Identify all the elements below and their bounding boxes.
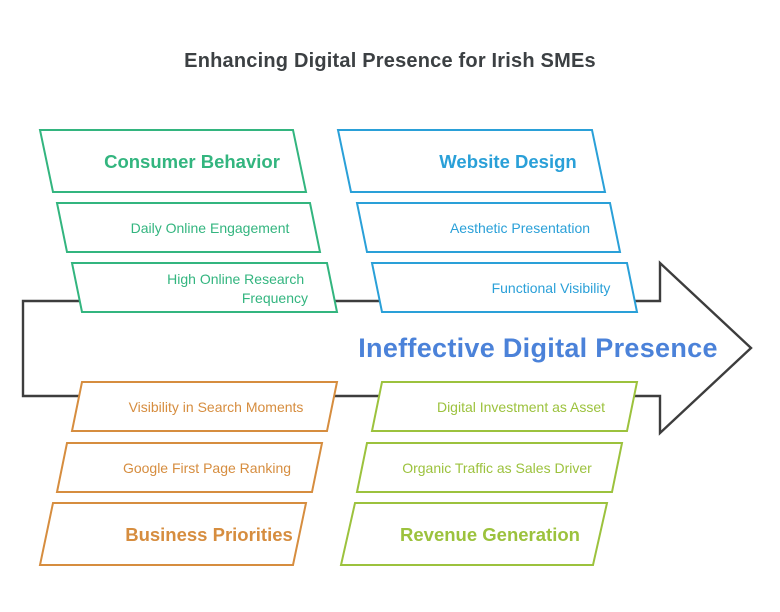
node-visibility-in-search-moments: Visibility in Search Moments <box>70 381 339 432</box>
functional-visibility-label: Functional Visibility <box>492 280 611 296</box>
node-digital-investment-as-asset: Digital Investment as Asset <box>370 381 639 432</box>
high-online-research-frequency-label: High Online Research Frequency <box>167 271 308 306</box>
node-consumer-behavior: Consumer Behavior <box>38 129 308 193</box>
google-first-page-ranking-box <box>55 442 324 493</box>
node-daily-online-engagement: Daily Online Engagement <box>55 202 322 253</box>
node-aesthetic-presentation: Aesthetic Presentation <box>355 202 622 253</box>
aesthetic-presentation-label: Aesthetic Presentation <box>450 220 590 236</box>
center-label: Ineffective Digital Presence <box>358 333 718 363</box>
node-high-online-research-frequency: High Online Research Frequency <box>70 262 339 313</box>
node-website-design: Website Design <box>336 129 607 193</box>
organic-traffic-as-sales-driver-box <box>355 442 624 493</box>
visibility-in-search-moments-box <box>70 381 339 432</box>
website-design-label: Website Design <box>439 151 576 172</box>
business-priorities-box <box>38 502 308 566</box>
node-revenue-generation: Revenue Generation <box>339 502 609 566</box>
node-organic-traffic-as-sales-driver: Organic Traffic as Sales Driver <box>355 442 624 493</box>
high-online-research-frequency-box <box>70 262 339 313</box>
business-priorities-label: Business Priorities <box>125 524 293 545</box>
revenue-generation-label: Revenue Generation <box>400 524 580 545</box>
node-business-priorities: Business Priorities <box>38 502 308 566</box>
website-design-box <box>336 129 607 193</box>
page-title: Enhancing Digital Presence for Irish SME… <box>184 50 596 72</box>
digital-investment-as-asset-box <box>370 381 639 432</box>
daily-online-engagement-box <box>55 202 322 253</box>
aesthetic-presentation-box <box>355 202 622 253</box>
node-google-first-page-ranking: Google First Page Ranking <box>55 442 324 493</box>
node-functional-visibility: Functional Visibility <box>370 262 639 313</box>
consumer-behavior-label: Consumer Behavior <box>104 151 280 172</box>
visibility-in-search-moments-label: Visibility in Search Moments <box>129 399 304 415</box>
revenue-generation-box <box>339 502 609 566</box>
digital-investment-as-asset-label: Digital Investment as Asset <box>437 399 605 415</box>
consumer-behavior-box <box>38 129 308 193</box>
organic-traffic-as-sales-driver-label: Organic Traffic as Sales Driver <box>402 460 592 476</box>
google-first-page-ranking-label: Google First Page Ranking <box>123 460 291 476</box>
functional-visibility-box <box>370 262 639 313</box>
daily-online-engagement-label: Daily Online Engagement <box>131 220 290 236</box>
